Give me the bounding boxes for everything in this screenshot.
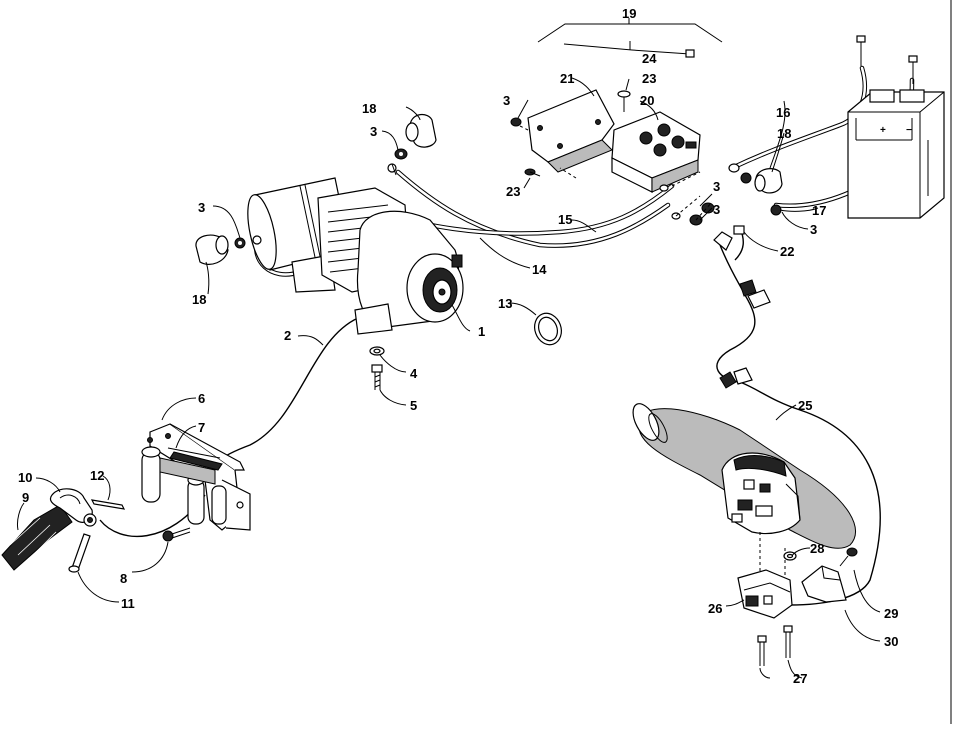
callout-6: 6 xyxy=(198,391,205,406)
callout-18: 18 xyxy=(362,101,376,116)
nut-3-top xyxy=(394,148,408,160)
assembly-dashes xyxy=(671,171,713,221)
callout-3: 3 xyxy=(370,124,377,139)
callout-22: 22 xyxy=(780,244,794,259)
winch-assembly xyxy=(247,163,464,335)
callout-18: 18 xyxy=(777,126,791,141)
screw-23-top xyxy=(617,90,631,112)
battery: + − xyxy=(847,89,945,219)
callout-18: 18 xyxy=(192,292,206,307)
callout-3: 3 xyxy=(713,202,720,217)
callout-7: 7 xyxy=(198,420,205,435)
callout-23: 23 xyxy=(506,184,520,199)
bolt-5 xyxy=(371,364,383,390)
callout-23: 23 xyxy=(642,71,656,86)
callout-16: 16 xyxy=(776,105,790,120)
roller-fairlead-6 xyxy=(141,423,251,531)
tow-strap-9 xyxy=(1,504,73,571)
callout-14: 14 xyxy=(532,262,547,277)
callout-4: 4 xyxy=(410,366,418,381)
callout-9: 9 xyxy=(22,490,29,505)
callout-13: 13 xyxy=(498,296,512,311)
mount-bracket-30 xyxy=(801,565,847,603)
svg-text:−: − xyxy=(906,125,912,136)
nut-3-bracket xyxy=(510,117,522,127)
callout-2: 2 xyxy=(284,328,291,343)
callout-15: 15 xyxy=(558,212,572,227)
leader-lines xyxy=(17,41,881,679)
snap-ring-13 xyxy=(534,312,562,346)
callout-5: 5 xyxy=(410,398,417,413)
callout-3: 3 xyxy=(198,200,205,215)
callout-29: 29 xyxy=(884,606,898,621)
control-wires xyxy=(99,227,881,606)
callout-27: 27 xyxy=(793,671,807,686)
callout-17: 17 xyxy=(812,203,826,218)
cotter-pin-12 xyxy=(90,499,126,510)
callout-8: 8 xyxy=(120,571,127,586)
hook-10 xyxy=(49,488,97,527)
callout-3: 3 xyxy=(503,93,510,108)
harness-connectors xyxy=(713,225,771,389)
clevis-pin-11 xyxy=(68,533,91,573)
callout-21: 21 xyxy=(560,71,574,86)
nut-3-left xyxy=(234,235,262,249)
callout-26: 26 xyxy=(708,601,722,616)
callout-28: 28 xyxy=(810,541,824,556)
screw-29 xyxy=(839,547,858,567)
callout-30: 30 xyxy=(884,634,898,649)
bolt-8 xyxy=(162,527,191,542)
solenoid-20 xyxy=(611,111,701,193)
callout-12: 12 xyxy=(90,468,104,483)
svg-text:+: + xyxy=(880,125,886,136)
terminal-boot-18-left xyxy=(195,234,229,265)
washer-4 xyxy=(369,346,385,356)
switch-housing-lower-26 xyxy=(737,569,793,619)
cable-ends xyxy=(728,163,782,216)
terminal-boot-18-right xyxy=(754,168,783,194)
terminal-boot-18-top xyxy=(405,114,437,148)
screw-23-bottom xyxy=(524,168,541,177)
kit-bracket-19 xyxy=(537,23,723,43)
callout-labels: 1 2 3 3 3 3 3 3 4 5 6 7 8 9 10 11 12 13 … xyxy=(18,6,898,686)
screws-27 xyxy=(757,625,793,666)
callout-20: 20 xyxy=(640,93,654,108)
switch-housing-upper xyxy=(721,452,801,535)
callout-3: 3 xyxy=(713,179,720,194)
callout-11: 11 xyxy=(121,596,135,611)
battery-bolts xyxy=(856,35,918,84)
callout-1: 1 xyxy=(478,324,485,339)
bracket-21 xyxy=(527,89,615,173)
switch-dashes xyxy=(759,532,786,580)
cable-tie-24 xyxy=(563,43,695,58)
callout-10: 10 xyxy=(18,470,32,485)
callout-19: 19 xyxy=(622,6,636,21)
callout-24: 24 xyxy=(642,51,657,66)
callout-3: 3 xyxy=(810,222,817,237)
callout-25: 25 xyxy=(798,398,812,413)
clutch-knob xyxy=(451,254,463,268)
